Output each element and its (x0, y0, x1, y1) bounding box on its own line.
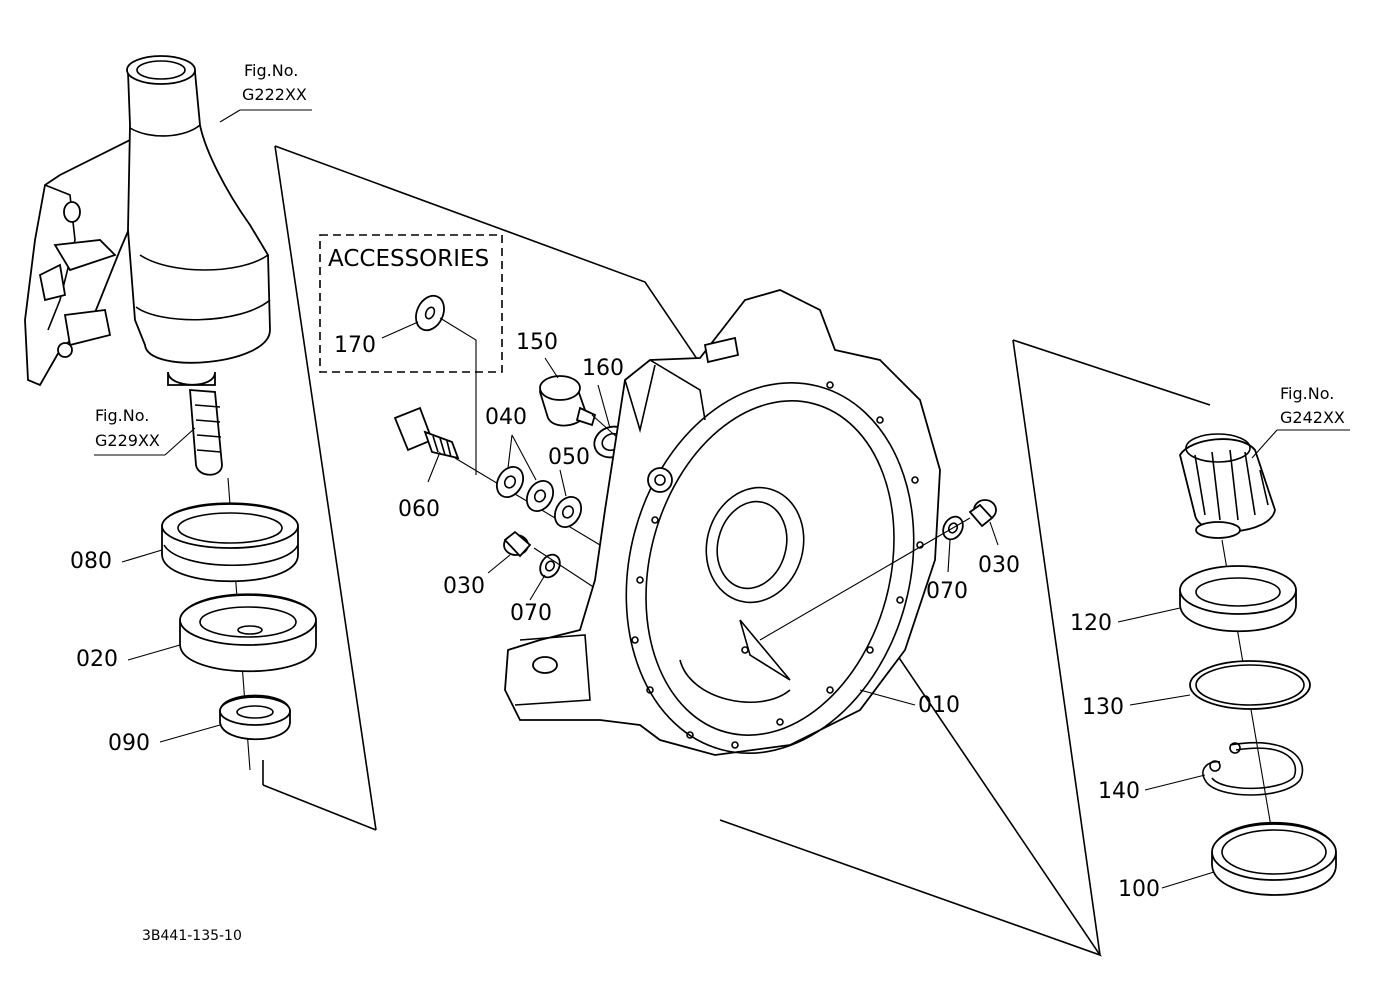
g242-ref-line1: Fig.No. (1280, 384, 1334, 403)
part-090-thrust-bearing (219, 694, 291, 741)
g229-leader (164, 427, 196, 456)
leader-010 (859, 689, 916, 706)
callout-160: 160 (582, 356, 624, 381)
frame-bottom-edge (262, 784, 377, 831)
upper-housing-assembly (24, 55, 271, 476)
part-010-case (504, 289, 941, 756)
g242-ref-line2: G242XX (1280, 408, 1345, 427)
accessory-link-line (439, 317, 477, 475)
part-100-seal (1211, 821, 1337, 896)
leader-040a (507, 434, 513, 469)
part-170-washer (415, 294, 445, 332)
callout-040: 040 (485, 405, 527, 430)
leader-070-right (947, 539, 951, 573)
callout-050: 050 (548, 445, 590, 470)
g242-leader (1251, 429, 1278, 459)
g222-ref-line1: Fig.No. (244, 61, 298, 80)
bevel-gear (1179, 433, 1276, 539)
leader-130 (1129, 694, 1191, 706)
callout-030-right: 030 (978, 553, 1020, 578)
callout-090: 090 (108, 731, 150, 756)
callout-010: 010 (918, 693, 960, 718)
leader-090 (159, 724, 221, 743)
leader-080 (121, 549, 163, 563)
frame-left-edge (274, 145, 377, 831)
callout-150: 150 (516, 330, 558, 355)
leader-150 (544, 357, 559, 379)
leader-070-left (529, 574, 546, 601)
leader-120 (1117, 607, 1181, 623)
part-030-plug-right (968, 499, 997, 528)
callout-060: 060 (398, 497, 440, 522)
part-030-plug-left (503, 530, 532, 558)
leader-060 (427, 451, 441, 483)
g229-ref-line2: G229XX (95, 431, 160, 450)
callout-020: 020 (76, 647, 118, 672)
part-070-washer-left (539, 553, 561, 579)
plug-right-axis (759, 517, 971, 641)
part-020-bearing (179, 593, 317, 673)
part-060-bolt (393, 406, 460, 460)
callout-130: 130 (1082, 695, 1124, 720)
callout-140: 140 (1098, 779, 1140, 804)
leader-020 (127, 644, 181, 661)
callout-080: 080 (70, 549, 112, 574)
g229-ref-line1: Fig.No. (95, 406, 149, 425)
plug-left-axis (533, 547, 599, 591)
leader-050 (559, 469, 567, 497)
callout-120: 120 (1070, 611, 1112, 636)
leader-160 (597, 384, 611, 429)
callout-170: 170 (334, 333, 376, 358)
leader-170 (381, 321, 419, 339)
figure-code: 3B441-135-10 (142, 928, 242, 944)
g222-ref-line2: G222XX (242, 85, 307, 104)
accessories-box (319, 234, 503, 373)
right-assembly-frame (1012, 339, 1211, 406)
callout-070-right: 070 (926, 579, 968, 604)
accessories-title: ACCESSORIES (328, 246, 489, 272)
leader-040b (511, 434, 537, 481)
part-120-bearing (1179, 565, 1297, 633)
callout-070-left: 070 (510, 601, 552, 626)
leader-100 (1161, 871, 1215, 889)
part-130-ring (1189, 660, 1311, 710)
part-080-seal (161, 502, 299, 583)
part-140-snap-ring (1202, 741, 1304, 796)
leader-030-left (487, 554, 511, 574)
g222-leader (219, 109, 241, 123)
callout-100: 100 (1118, 877, 1160, 902)
part-050-washer (553, 496, 583, 528)
leader-030-right (989, 521, 999, 546)
callout-030-left: 030 (443, 574, 485, 599)
part-150-plug (539, 375, 597, 427)
part-040-washers (495, 466, 555, 512)
leader-140 (1144, 774, 1206, 791)
right-frame-edge (1012, 339, 1101, 956)
